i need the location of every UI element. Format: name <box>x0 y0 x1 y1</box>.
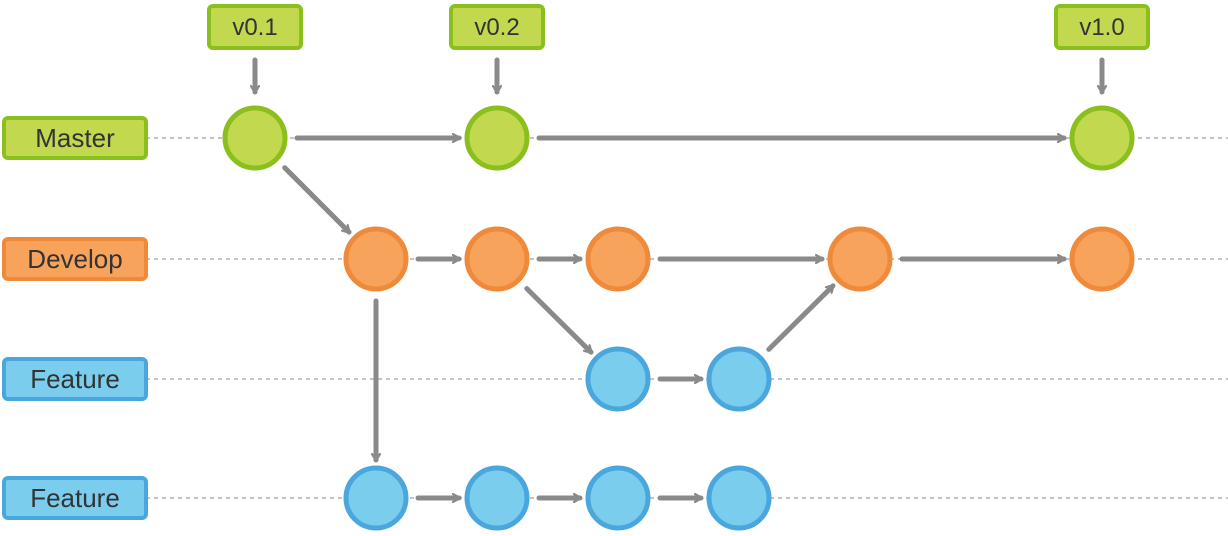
lane-label-text: Feature <box>30 483 120 513</box>
commit-node-feature1 <box>585 346 651 412</box>
lane-label-text: Feature <box>30 364 120 394</box>
commit-node-develop <box>827 226 893 292</box>
commit-node-develop <box>585 226 651 292</box>
version-tag: v0.1 <box>207 4 303 50</box>
lane-label-develop: Develop <box>2 237 148 281</box>
lane-label-feature1: Feature <box>2 357 148 401</box>
commit-edges <box>282 138 1067 498</box>
lane-label-box <box>2 237 148 281</box>
lane-label-text: Develop <box>27 244 122 274</box>
commit-node-develop <box>1069 226 1135 292</box>
version-tag-box <box>1054 4 1150 50</box>
commit-node-develop <box>343 226 409 292</box>
version-tag-label: v0.2 <box>474 14 519 41</box>
edge-arrow <box>524 286 594 355</box>
tag-arrows <box>255 57 1102 95</box>
commit-node-master <box>1069 105 1135 171</box>
lane-label-master: Master <box>2 116 148 160</box>
lane-label-box <box>2 357 148 401</box>
version-tag-label: v1.0 <box>1079 14 1124 41</box>
commit-node-develop <box>464 226 530 292</box>
version-tag-box <box>207 4 303 50</box>
commit-node-feature2 <box>343 465 409 531</box>
commit-node-master <box>222 105 288 171</box>
commit-node-feature2 <box>585 465 651 531</box>
commit-node-master <box>464 105 530 171</box>
commit-node-feature1 <box>706 346 772 412</box>
version-tag-label: v0.1 <box>232 14 277 41</box>
edge-arrow <box>766 283 836 352</box>
commit-node-feature2 <box>706 465 772 531</box>
commits <box>222 105 1135 531</box>
version-tag: v0.2 <box>449 4 545 50</box>
version-tags: v0.1 v0.2 v1.0 <box>207 4 1150 50</box>
commit-node-feature2 <box>464 465 530 531</box>
lane-label-text: Master <box>35 123 115 153</box>
lane-label-feature2: Feature <box>2 476 148 520</box>
lane-label-box <box>2 116 148 160</box>
version-tag: v1.0 <box>1054 4 1150 50</box>
lane-label-box <box>2 476 148 520</box>
edge-arrow <box>282 165 352 235</box>
version-tag-box <box>449 4 545 50</box>
